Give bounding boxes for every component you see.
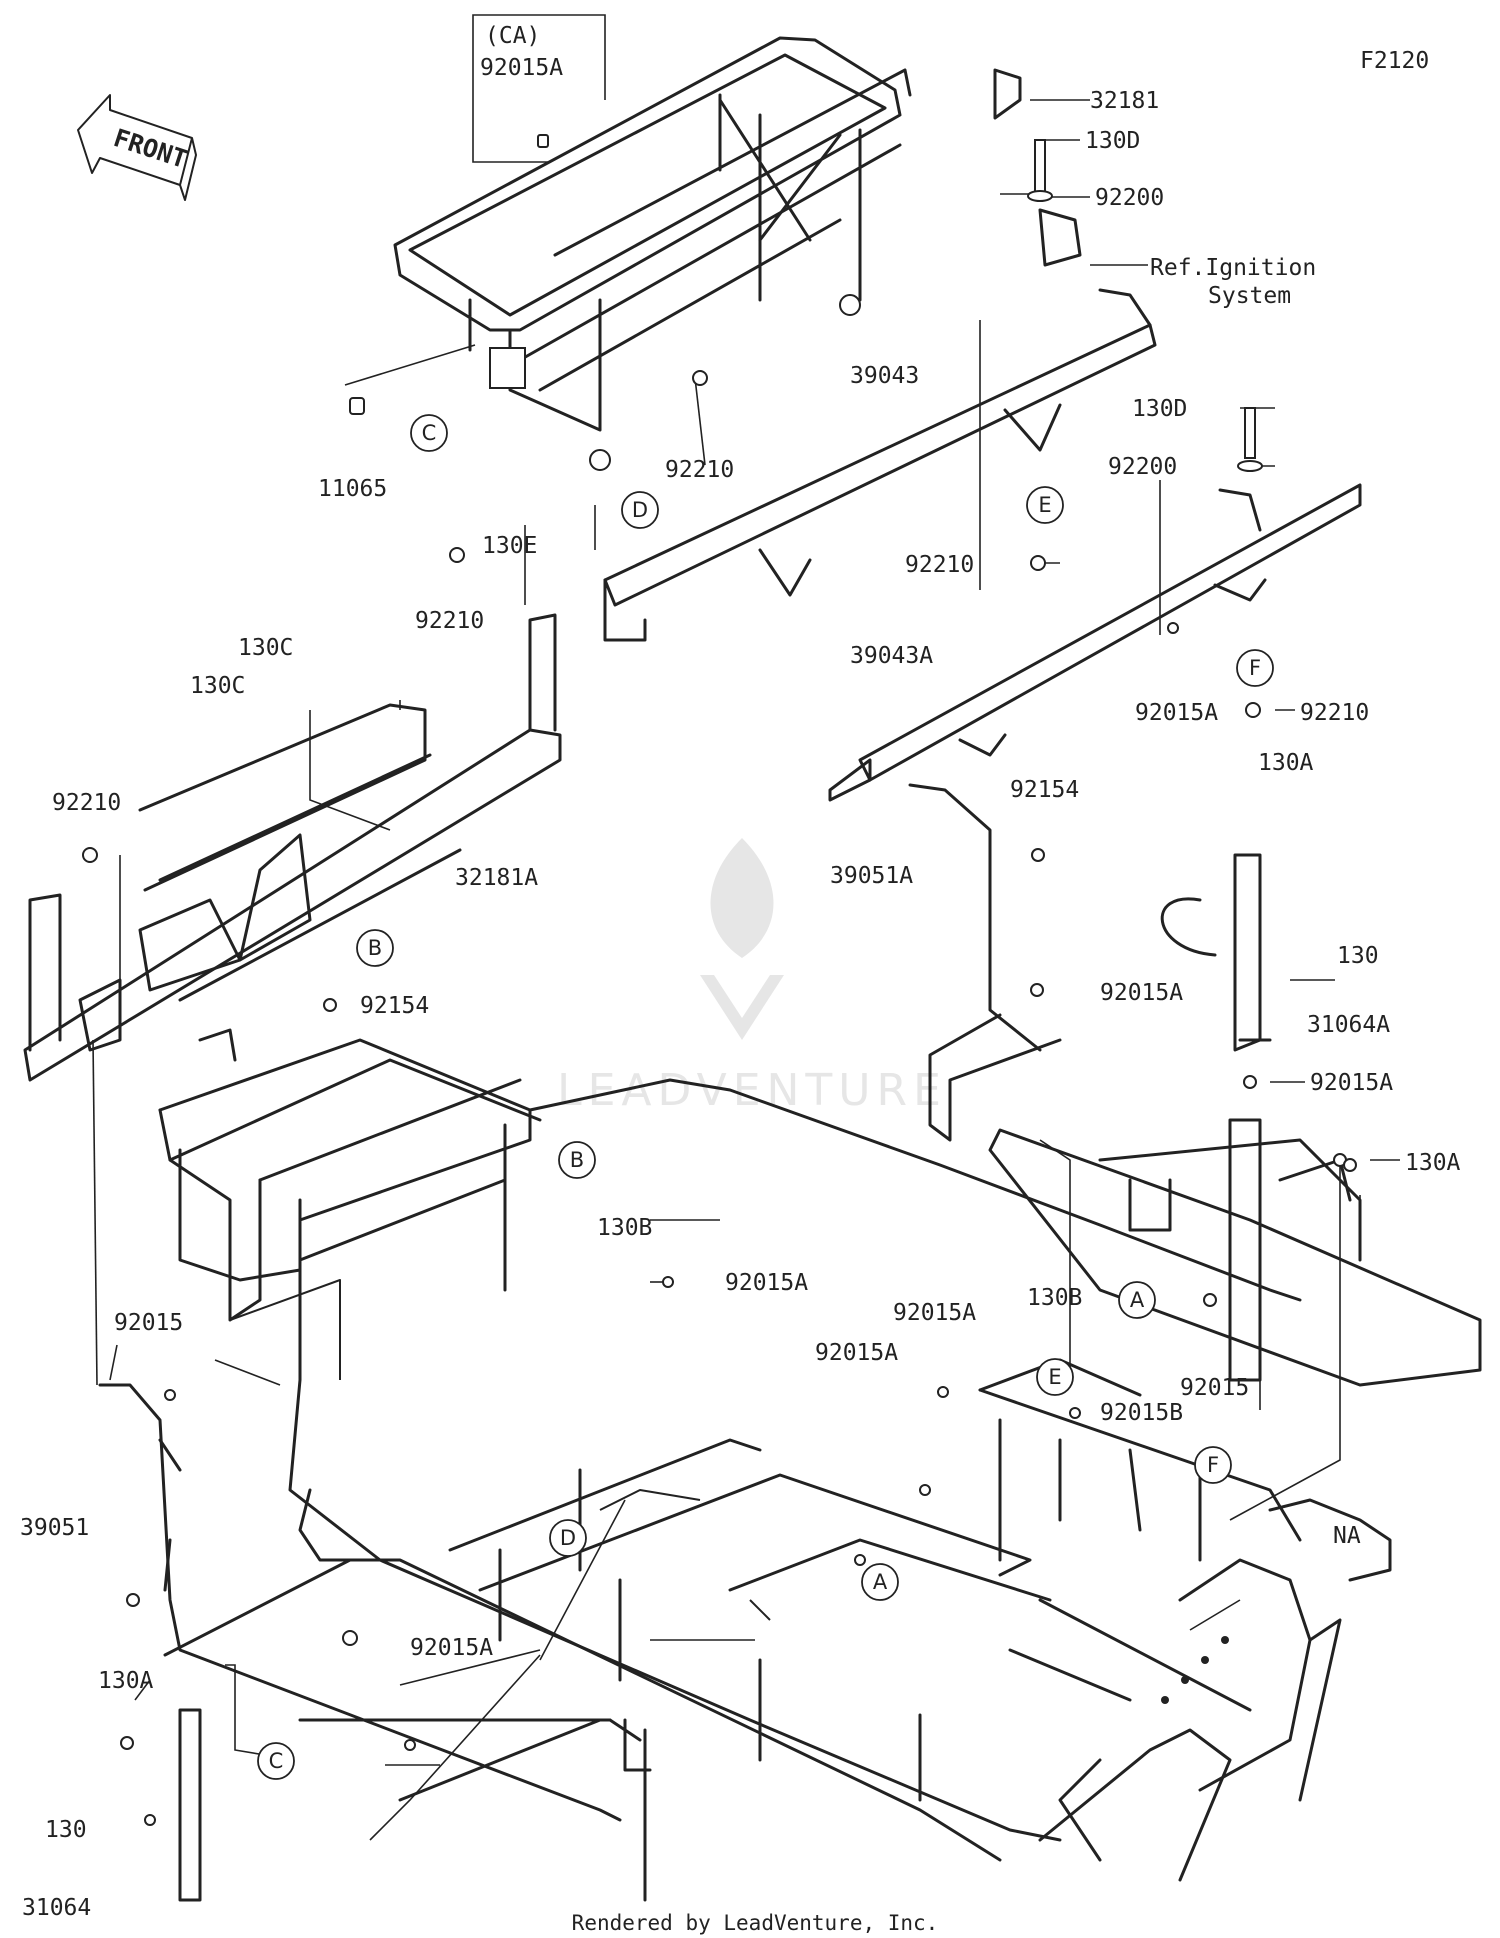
hardware-parts — [82, 134, 1357, 1826]
ca-box-label: (CA) — [485, 23, 540, 49]
part-label: 39051A — [830, 863, 913, 889]
part-label: 130A — [98, 1668, 154, 1694]
part-label: 32181 — [1090, 88, 1159, 114]
svg-text:A: A — [873, 1570, 888, 1594]
svg-text:D: D — [560, 1526, 576, 1550]
part-label: 92210 — [52, 790, 121, 816]
svg-text:B: B — [570, 1148, 584, 1172]
callout-b-front: B — [356, 929, 394, 967]
part-label: 92015A — [893, 1300, 976, 1326]
part-label: NA — [1333, 1523, 1361, 1549]
rear-crossmember-39051a — [908, 783, 1482, 1387]
part-label: 39043 — [850, 363, 919, 389]
callout-f-top: F — [1236, 649, 1274, 687]
part-label: 92015 — [1180, 1375, 1249, 1401]
main-chassis-frame — [158, 1038, 1392, 1882]
svg-text:B: B — [368, 936, 382, 960]
footer-credit: Rendered by LeadVenture, Inc. — [572, 1911, 939, 1935]
part-label: 92015A — [815, 1340, 898, 1366]
svg-text:A: A — [1130, 1288, 1145, 1312]
leader-lines — [92, 99, 1400, 1841]
part-label: 39051 — [20, 1515, 89, 1541]
part-label: 39043A — [850, 643, 933, 669]
svg-text:F: F — [1249, 656, 1261, 680]
part-label: 130A — [1258, 750, 1314, 776]
part-label: 92015A — [1135, 700, 1218, 726]
part-label: 92015A — [1310, 1070, 1393, 1096]
part-label: 92200 — [1108, 454, 1177, 480]
part-label: 92015A — [410, 1635, 493, 1661]
callout-a-rear: A — [1118, 1281, 1156, 1319]
ca-box: (CA) — [472, 14, 606, 163]
part-label: 92015A — [725, 1270, 808, 1296]
leadventure-watermark: LEADVENTURE — [557, 838, 941, 1116]
part-label: 130B — [597, 1215, 652, 1241]
part-label: 130D — [1085, 128, 1140, 154]
cargo-frame-32181 — [393, 36, 1022, 471]
part-label: 92015B — [1100, 1400, 1183, 1426]
front-arrow-icon: FRONT — [77, 94, 197, 201]
part-label: 92210 — [905, 552, 974, 578]
part-label: 130 — [1337, 943, 1379, 969]
diagram-code: F2120 — [1360, 48, 1429, 74]
front-frame-32181a — [23, 613, 562, 1082]
part-label: 130A — [1405, 1150, 1461, 1176]
part-label: 130C — [238, 635, 293, 661]
callout-c-lower: C — [257, 1742, 295, 1780]
callout-b-frame: B — [558, 1141, 596, 1179]
part-number-labels: 92015A 32181 130D 92200 11065 92210 130E… — [20, 55, 1461, 1921]
part-label: 92015 — [114, 1310, 183, 1336]
callout-a-frame: A — [861, 1563, 899, 1601]
part-label: 130 — [45, 1817, 87, 1843]
part-label: 130C — [190, 673, 245, 699]
callout-c-top: C — [410, 414, 448, 452]
part-label: 92154 — [360, 993, 429, 1019]
ref-note-line2: System — [1208, 283, 1291, 309]
svg-text:E: E — [1038, 493, 1051, 517]
part-label: 130E — [482, 533, 537, 559]
svg-text:D: D — [632, 498, 648, 522]
part-label: 92210 — [665, 457, 734, 483]
svg-text:C: C — [422, 421, 437, 445]
part-label: 92015A — [480, 55, 563, 81]
crossmember-39043a — [828, 483, 1362, 802]
part-label: 31064 — [22, 1895, 91, 1921]
callout-f-frame: F — [1194, 1446, 1232, 1484]
callout-e-frame: E — [1036, 1358, 1074, 1396]
svg-text:C: C — [269, 1749, 284, 1773]
callout-markers: C D E F B B A E F D A C — [257, 414, 1274, 1780]
lower-crossmember-39051 — [98, 1383, 652, 1902]
part-label: 92210 — [415, 608, 484, 634]
crossmember-39043 — [603, 208, 1157, 642]
callout-d-frame: D — [549, 1519, 587, 1557]
part-label: 130D — [1132, 396, 1187, 422]
part-label: 31064A — [1307, 1012, 1390, 1038]
part-label: 92200 — [1095, 185, 1164, 211]
callout-d-top: D — [621, 491, 659, 529]
part-label: 130B — [1027, 1285, 1082, 1311]
svg-text:F: F — [1207, 1453, 1219, 1477]
part-label: 11065 — [318, 476, 387, 502]
ref-note-line1: Ref.Ignition — [1150, 255, 1316, 281]
part-label: 92210 — [1300, 700, 1369, 726]
part-label: 92015A — [1100, 980, 1183, 1006]
callout-e-top: E — [1026, 486, 1064, 524]
part-label: 92154 — [1010, 777, 1079, 803]
ref-ignition-note: Ref.Ignition System — [1150, 255, 1316, 309]
svg-text:E: E — [1048, 1365, 1061, 1389]
part-label: 32181A — [455, 865, 538, 891]
